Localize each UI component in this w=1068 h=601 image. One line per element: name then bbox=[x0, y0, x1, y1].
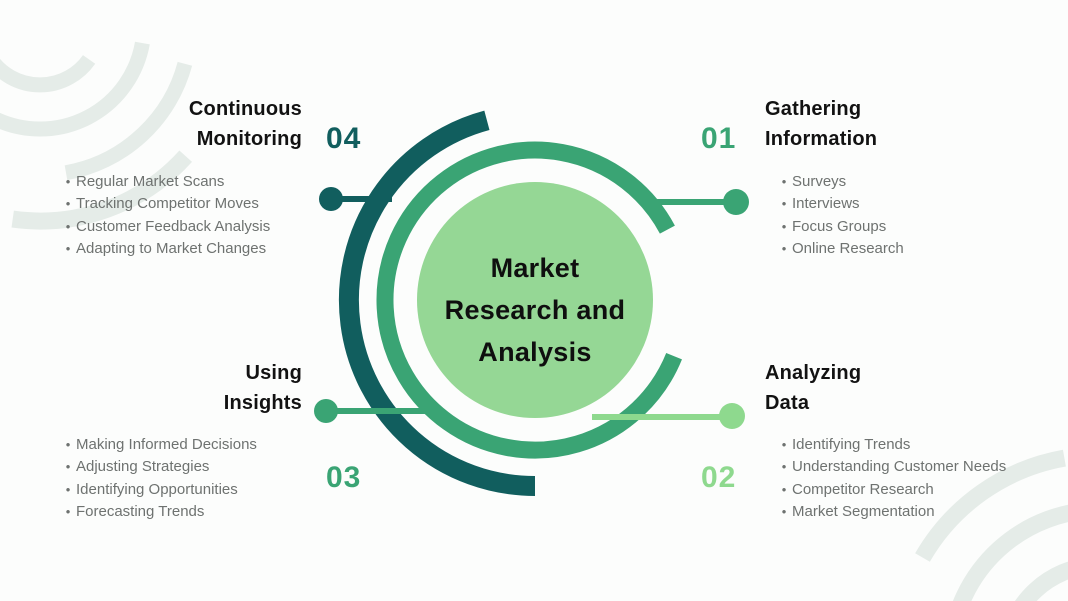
step-04-heading-line2: Monitoring bbox=[196, 128, 302, 150]
step-03-heading-line2: Insights bbox=[223, 392, 302, 414]
bullet-icon: • bbox=[65, 481, 71, 497]
list-item: • Understanding Customer Needs bbox=[776, 456, 1066, 478]
connector-dot-04 bbox=[319, 187, 343, 211]
list-item-text: Understanding Customer Needs bbox=[792, 458, 1007, 476]
bullet-icon: • bbox=[65, 218, 71, 234]
step-04-heading-line1: Continuous bbox=[188, 98, 302, 120]
list-item-text: Customer Feedback Analysis bbox=[76, 217, 271, 235]
diagram-title: Market Research and Analysis bbox=[375, 247, 695, 373]
decorative-arc bbox=[11, 150, 193, 230]
bullet-icon: • bbox=[781, 504, 787, 520]
step-01-number: 01 bbox=[701, 122, 737, 155]
list-item-text: Market Segmentation bbox=[792, 503, 935, 521]
list-item: • Customer Feedback Analysis bbox=[60, 216, 340, 238]
list-item-text: Interviews bbox=[792, 195, 860, 213]
step-02-item-list: • Identifying Trends • Understanding Cus… bbox=[776, 434, 1066, 524]
connector-01 bbox=[646, 189, 749, 215]
step-02-heading: Analyzing Data bbox=[765, 358, 1005, 418]
bullet-icon: • bbox=[65, 241, 71, 257]
step-04-heading: Continuous Monitoring bbox=[80, 94, 302, 154]
list-item-text: Forecasting Trends bbox=[76, 503, 205, 521]
connector-03 bbox=[314, 399, 437, 423]
diagram-title-line: Market bbox=[490, 253, 580, 283]
list-item: • Identifying Trends bbox=[776, 434, 1066, 456]
bullet-icon: • bbox=[781, 481, 787, 497]
step-03-heading: Using Insights bbox=[80, 358, 302, 418]
bullet-icon: • bbox=[65, 196, 71, 212]
diagram-title-line: Research and bbox=[444, 295, 626, 325]
list-item-text: Identifying Trends bbox=[792, 436, 911, 453]
step-01-heading-line1: Gathering bbox=[765, 98, 862, 120]
step-03-item-list: • Making Informed Decisions • Adjusting … bbox=[60, 434, 350, 524]
list-item-text: Adapting to Market Changes bbox=[76, 240, 267, 258]
list-item-text: Focus Groups bbox=[792, 217, 887, 235]
list-item: • Adapting to Market Changes bbox=[60, 238, 340, 260]
center-circle bbox=[417, 182, 653, 418]
bullet-icon: • bbox=[781, 218, 787, 234]
list-item: • Interviews bbox=[776, 193, 1056, 215]
decorative-arc bbox=[64, 61, 193, 181]
bullet-icon: • bbox=[65, 437, 71, 452]
decorative-arc bbox=[1015, 561, 1068, 601]
connector-02 bbox=[592, 403, 745, 429]
list-item-text: Regular Market Scans bbox=[76, 173, 225, 190]
list-item: • Regular Market Scans bbox=[60, 171, 340, 193]
connector-dot-01 bbox=[723, 189, 749, 215]
list-item: • Making Informed Decisions bbox=[60, 434, 350, 456]
list-item-text: Adjusting Strategies bbox=[76, 458, 210, 476]
bullet-icon: • bbox=[65, 459, 71, 475]
decorative-arc bbox=[0, 54, 96, 93]
step-02-heading-line1: Analyzing bbox=[765, 362, 862, 384]
step-04-number: 04 bbox=[326, 122, 362, 155]
step-04-item-list: • Regular Market Scans • Tracking Compet… bbox=[60, 171, 340, 261]
step-02-heading-line2: Data bbox=[765, 392, 810, 414]
list-item-text: Competitor Research bbox=[792, 480, 934, 498]
list-item: • Forecasting Trends bbox=[60, 501, 350, 523]
bullet-icon: • bbox=[781, 196, 787, 212]
step-01-item-list: • Surveys • Interviews • Focus Groups • … bbox=[776, 171, 1056, 261]
list-item: • Adjusting Strategies bbox=[60, 456, 350, 478]
bullet-icon: • bbox=[65, 504, 71, 520]
decorative-arc bbox=[953, 504, 1068, 601]
list-item-text: Online Research bbox=[792, 240, 904, 258]
list-item: • Competitor Research bbox=[776, 479, 1066, 501]
corner-decoration-top-left bbox=[0, 41, 193, 230]
list-item: • Identifying Opportunities bbox=[60, 479, 350, 501]
outer-teal-arc bbox=[338, 110, 536, 496]
connector-04 bbox=[319, 187, 392, 211]
step-02-number: 02 bbox=[701, 461, 737, 494]
decorative-arc bbox=[915, 449, 1066, 562]
corner-decoration-bottom-right bbox=[915, 449, 1068, 601]
bullet-icon: • bbox=[65, 174, 71, 189]
list-item: • Surveys bbox=[776, 171, 1056, 193]
decorative-arc bbox=[0, 41, 150, 137]
bullet-icon: • bbox=[781, 174, 787, 189]
connector-dot-03 bbox=[314, 399, 338, 423]
list-item-text: Identifying Opportunities bbox=[76, 480, 238, 498]
list-item: • Market Segmentation bbox=[776, 501, 1066, 523]
list-item: • Focus Groups bbox=[776, 216, 1056, 238]
step-03-heading-line1: Using bbox=[245, 362, 302, 384]
list-item: • Online Research bbox=[776, 238, 1056, 260]
bullet-icon: • bbox=[781, 241, 787, 257]
list-item-text: Surveys bbox=[792, 173, 847, 190]
step-03-number: 03 bbox=[326, 461, 362, 494]
bullet-icon: • bbox=[781, 459, 787, 475]
list-item-text: Tracking Competitor Moves bbox=[76, 195, 259, 213]
connector-dot-02 bbox=[719, 403, 745, 429]
inner-green-ring bbox=[376, 141, 682, 459]
diagram-title-line: Analysis bbox=[478, 337, 592, 367]
list-item-text: Making Informed Decisions bbox=[76, 436, 257, 453]
list-item: • Tracking Competitor Moves bbox=[60, 193, 340, 215]
step-01-heading-line2: Information bbox=[765, 128, 878, 150]
step-01-heading: Gathering Information bbox=[765, 94, 1005, 154]
bullet-icon: • bbox=[781, 437, 787, 452]
